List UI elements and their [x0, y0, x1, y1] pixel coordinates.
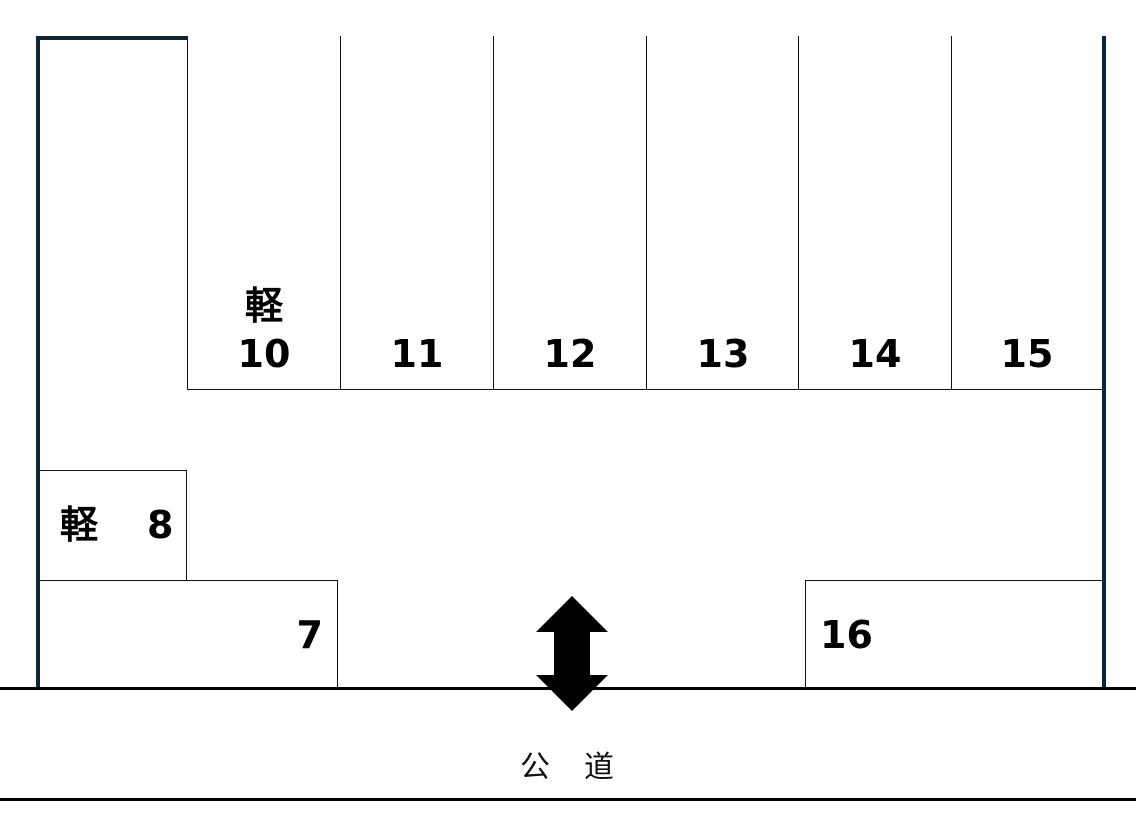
kei-car-label: 軽: [60, 503, 99, 547]
stall-number: 8: [147, 503, 174, 547]
stall-12[interactable]: 12: [493, 36, 647, 390]
kei-car-label: 軽: [244, 284, 283, 328]
stall-16[interactable]: 16: [805, 580, 1102, 690]
stall-number: 14: [848, 332, 902, 376]
stall-14[interactable]: 14: [798, 36, 952, 390]
stall-10[interactable]: 軽 10: [187, 36, 341, 390]
stall-7[interactable]: 7: [40, 580, 338, 690]
stall-number: 15: [1000, 332, 1054, 376]
stall-number: 7: [296, 613, 323, 657]
stall-number: 16: [820, 613, 873, 657]
stall-15[interactable]: 15: [951, 36, 1102, 390]
stall-number: 13: [696, 332, 750, 376]
public-road-label: 公 道: [520, 750, 616, 785]
road-edge-bottom: [0, 798, 1136, 801]
stall-8[interactable]: 軽 8: [40, 470, 187, 581]
stall-11[interactable]: 11: [340, 36, 494, 390]
double-arrow-up-down-icon: [536, 596, 608, 711]
stall-number: 11: [390, 332, 444, 376]
stall-13[interactable]: 13: [646, 36, 800, 390]
stall-number: 10: [237, 332, 291, 376]
stall-number: 12: [543, 332, 597, 376]
